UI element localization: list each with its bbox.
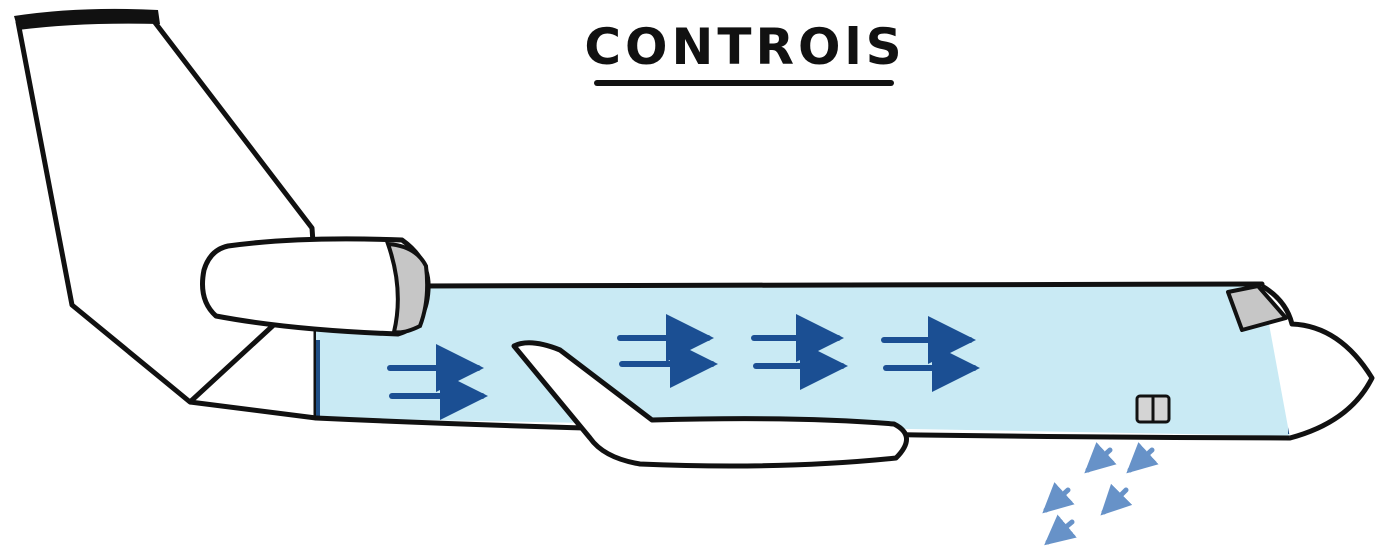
airflow-arrows — [387, 314, 980, 420]
exhaust-arrows — [1042, 442, 1159, 546]
wing — [511, 340, 909, 469]
exhaust-arrow — [1126, 442, 1159, 474]
exhaust-arrow — [1084, 442, 1117, 474]
title-underline — [594, 80, 894, 86]
tail-cap — [14, 8, 160, 30]
engine-inlet-cap — [385, 241, 430, 335]
diagram-title: CONTROlS — [584, 18, 906, 76]
cockpit-window — [1226, 284, 1288, 332]
exhaust-arrow — [1044, 514, 1077, 546]
exhaust-arrow — [1042, 482, 1075, 514]
exhaust-arrow — [1100, 483, 1133, 516]
nose — [1260, 283, 1375, 441]
fuselage-top-outline — [417, 281, 1265, 289]
tail-fin — [15, 13, 319, 405]
